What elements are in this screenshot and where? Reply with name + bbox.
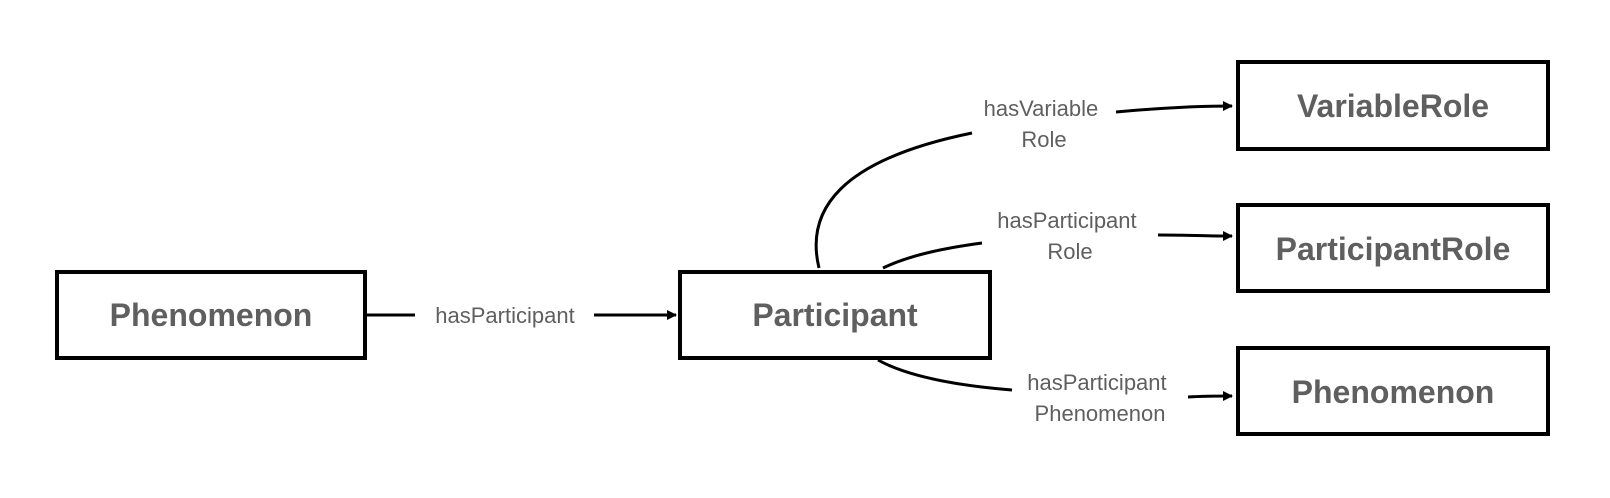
node-label-variable-role: VariableRole xyxy=(1297,88,1489,124)
edge-label-has-participant-role-line2: Role xyxy=(1047,239,1092,264)
node-box-phenomenon-target xyxy=(1236,346,1550,436)
node-label-participant: Participant xyxy=(752,297,918,333)
edge-label-has-participant-phenomenon: hasParticipant Phenomenon xyxy=(1027,370,1173,426)
edge-line-has-participant-role-arrow xyxy=(1157,230,1233,241)
node-phenomenon-source: Phenomenon xyxy=(55,270,367,360)
node-participant-role: ParticipantRole xyxy=(1236,203,1550,293)
edge-label-has-participant-phenomenon-line1: hasParticipant xyxy=(1027,370,1166,395)
node-variable-role: VariableRole xyxy=(1236,60,1550,151)
edge-line-has-variable-role-arrow xyxy=(1115,101,1233,114)
node-participant: Participant xyxy=(678,270,992,360)
edge-has-participant-role: hasParticipant Role xyxy=(882,208,1233,270)
edge-label-has-variable-role-line1: hasVariable xyxy=(984,96,1099,121)
edge-line-has-participant-phenomenon-arrow xyxy=(1187,391,1233,402)
edge-line-has-participant-phenomenon-curve xyxy=(877,358,1013,392)
edge-line-has-participant-role-curve xyxy=(882,241,983,270)
edge-label-has-participant-role: hasParticipant Role xyxy=(997,208,1143,264)
edge-label-has-participant-phenomenon-line2: Phenomenon xyxy=(1035,401,1166,426)
node-label-participant-role: ParticipantRole xyxy=(1276,231,1511,267)
edge-has-participant-phenomenon: hasParticipant Phenomenon xyxy=(877,358,1233,426)
edge-has-participant: hasParticipant xyxy=(365,303,677,328)
node-box-participant xyxy=(678,270,992,360)
edge-label-has-participant-role-line1: hasParticipant xyxy=(997,208,1136,233)
edge-label-has-participant: hasParticipant xyxy=(435,303,574,328)
edge-line-has-variable-role-curve xyxy=(814,131,973,269)
node-phenomenon-target: Phenomenon xyxy=(1236,346,1550,436)
node-label-phenomenon-source: Phenomenon xyxy=(110,297,313,333)
edge-has-variable-role: hasVariable Role xyxy=(814,96,1233,269)
node-label-phenomenon-target: Phenomenon xyxy=(1292,374,1495,410)
edge-label-has-variable-role-line2: Role xyxy=(1021,127,1066,152)
node-box-variable-role xyxy=(1236,60,1550,151)
node-box-participant-role xyxy=(1236,203,1550,293)
node-box-phenomenon-source xyxy=(55,270,367,360)
edge-label-has-variable-role: hasVariable Role xyxy=(984,96,1105,152)
